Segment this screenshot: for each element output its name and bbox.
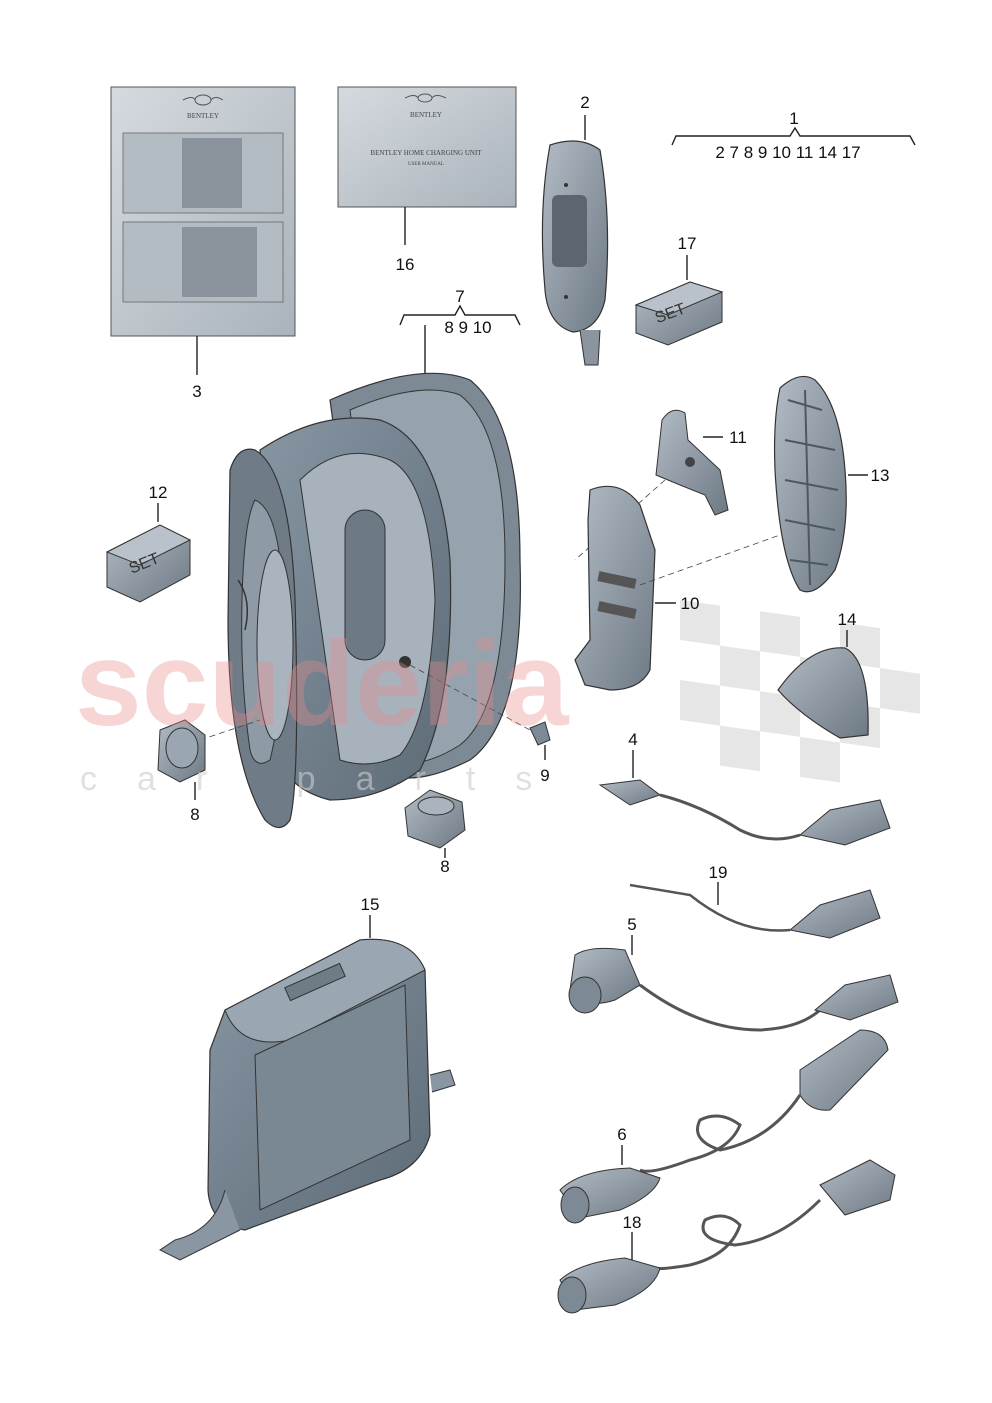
screw — [529, 721, 551, 760]
cable-open-end — [629, 882, 881, 939]
kit-1-members: 2 7 8 9 10 11 14 17 — [715, 143, 860, 162]
callout-11: 11 — [729, 428, 747, 447]
leaflet-brand: BENTLEY — [410, 111, 442, 119]
leaflet: BENTLEY BENTLEY HOME CHARGING UNIT USER … — [337, 86, 517, 245]
callout-9: 9 — [540, 766, 549, 785]
cable-gland-left — [157, 719, 206, 800]
watermark-title: scuderia — [75, 617, 570, 751]
kit-1-number: 1 — [789, 109, 798, 128]
kit-group-7: 7 8 9 10 — [399, 287, 521, 337]
callout-2: 2 — [580, 93, 589, 112]
callout-10: 10 — [681, 594, 700, 613]
callout-12: 12 — [149, 483, 168, 502]
cable-gland-bottom — [404, 789, 466, 858]
cable-domestic-plug — [598, 750, 891, 846]
callout-6: 6 — [617, 1125, 626, 1144]
callout-13: 13 — [871, 466, 890, 485]
set-box-12: SET — [105, 503, 192, 603]
callout-18: 18 — [623, 1213, 642, 1232]
charging-cable-type2 — [559, 1029, 889, 1224]
charging-cable-type2-plug — [557, 1159, 896, 1314]
plug-holder — [574, 485, 781, 691]
set-box-17: SET — [634, 255, 724, 346]
callout-8-bottom: 8 — [440, 857, 449, 876]
cover-cap — [777, 630, 869, 739]
callout-3: 3 — [192, 382, 201, 401]
callout-19: 19 — [709, 863, 728, 882]
callout-17: 17 — [678, 234, 697, 253]
wall-plate — [773, 375, 868, 593]
kit-7-number: 7 — [455, 287, 464, 306]
bentley-logo-icon — [182, 94, 224, 106]
wallbox-housing — [199, 325, 531, 829]
callout-14: 14 — [838, 610, 857, 629]
callout-16: 16 — [396, 255, 415, 274]
handheld-controller — [541, 115, 609, 366]
kit-7-members: 8 9 10 — [444, 318, 491, 337]
callout-8-left: 8 — [190, 805, 199, 824]
manual-brand: BENTLEY — [187, 112, 219, 120]
leaflet-title: BENTLEY HOME CHARGING UNIT — [370, 149, 482, 157]
callout-4: 4 — [628, 730, 637, 749]
leaflet-subtitle: USER MANUAL — [408, 162, 444, 167]
bentley-wings-icon — [237, 579, 249, 631]
carry-bag — [159, 915, 456, 1261]
cable-cee-connector — [568, 935, 899, 1032]
manual-sheet: BENTLEY — [110, 86, 296, 375]
callout-5: 5 — [627, 915, 636, 934]
kit-group-1: 1 2 7 8 9 10 11 14 17 — [671, 109, 916, 162]
bentley-logo-icon — [404, 93, 447, 103]
callout-15: 15 — [361, 895, 380, 914]
watermark-subtitle: car parts — [80, 760, 572, 798]
